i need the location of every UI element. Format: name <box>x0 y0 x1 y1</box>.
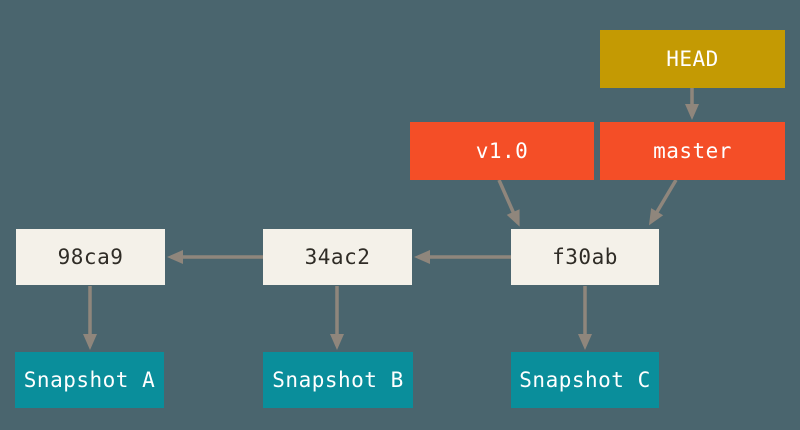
commit-34ac2-box: 34ac2 <box>263 229 412 285</box>
branch-master-label: master <box>653 139 732 163</box>
commit-98ca9-label: 98ca9 <box>57 245 124 269</box>
commit-98ca9-box: 98ca9 <box>16 229 165 285</box>
branch-master-box: master <box>600 122 785 180</box>
arrow-master-to-f30ab <box>648 179 678 226</box>
snapshot-c-box: Snapshot C <box>511 352 659 408</box>
snapshot-b-label: Snapshot B <box>272 368 404 392</box>
head-pointer-label: HEAD <box>666 47 719 71</box>
snapshot-a-label: Snapshot A <box>23 368 156 392</box>
commit-f30ab-label: f30ab <box>552 245 618 269</box>
commit-f30ab-box: f30ab <box>511 229 659 285</box>
snapshot-a-box: Snapshot A <box>15 352 164 408</box>
commit-34ac2-label: 34ac2 <box>304 245 371 269</box>
arrow-v1-to-f30ab <box>497 179 520 227</box>
snapshot-b-box: Snapshot B <box>263 352 413 408</box>
tag-v1-label: v1.0 <box>475 139 529 163</box>
tag-v1-box: v1.0 <box>410 122 594 180</box>
head-pointer-box: HEAD <box>600 30 785 88</box>
snapshot-c-label: Snapshot C <box>519 368 651 392</box>
